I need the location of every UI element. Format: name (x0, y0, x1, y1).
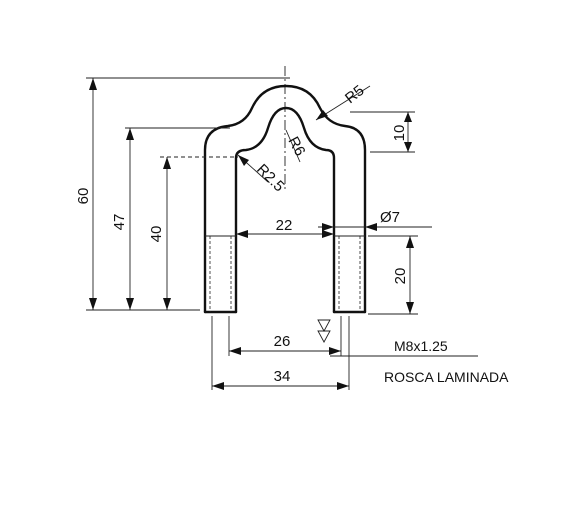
dim-radius-outer: R5 (315, 82, 371, 121)
dim-thread-length: 20 (368, 235, 418, 315)
dim-overall-height: 60 (75, 78, 97, 310)
dim-thread-length-label: 20 (392, 268, 409, 285)
dim-overall-height-label: 60 (75, 188, 92, 205)
dim-radius-inner: R2.5 (237, 154, 288, 195)
u-bolt-inner-contour (234, 106, 336, 314)
dim-shoulder-height-label: 47 (111, 214, 128, 231)
dim-inner-height: 40 (148, 157, 171, 310)
left-thread-section (205, 235, 236, 312)
dim-radius-top: R6 (284, 129, 308, 163)
thread-process-note: ROSCA LAMINADA (384, 369, 509, 385)
dim-rod-diameter-label: Ø7 (380, 209, 400, 226)
dim-shoulder-height: 47 (111, 128, 134, 310)
dim-top-offset: 10 (350, 111, 415, 153)
u-bolt-outer-contour (203, 84, 367, 314)
dim-inner-width: 22 (236, 217, 334, 238)
dim-inner-height-label: 40 (148, 226, 165, 243)
surface-finish-symbol (317, 319, 331, 343)
dim-outer-width-label: 34 (274, 368, 291, 385)
dim-top-offset-label: 10 (391, 125, 408, 142)
dim-radius-outer-label: R5 (342, 82, 368, 107)
dim-outer-width: 34 (212, 368, 349, 390)
thread-spec-note: M8x1.25 (394, 338, 448, 354)
dim-inner-width-label: 22 (276, 217, 293, 234)
dim-rod-diameter: Ø7 (318, 209, 432, 231)
dim-center-distance-label: 26 (274, 333, 291, 350)
dim-center-distance: 26 (229, 333, 341, 355)
dim-radius-top-label: R6 (284, 134, 308, 159)
right-thread-section (334, 235, 365, 312)
dim-radius-inner-label: R2.5 (253, 161, 287, 195)
